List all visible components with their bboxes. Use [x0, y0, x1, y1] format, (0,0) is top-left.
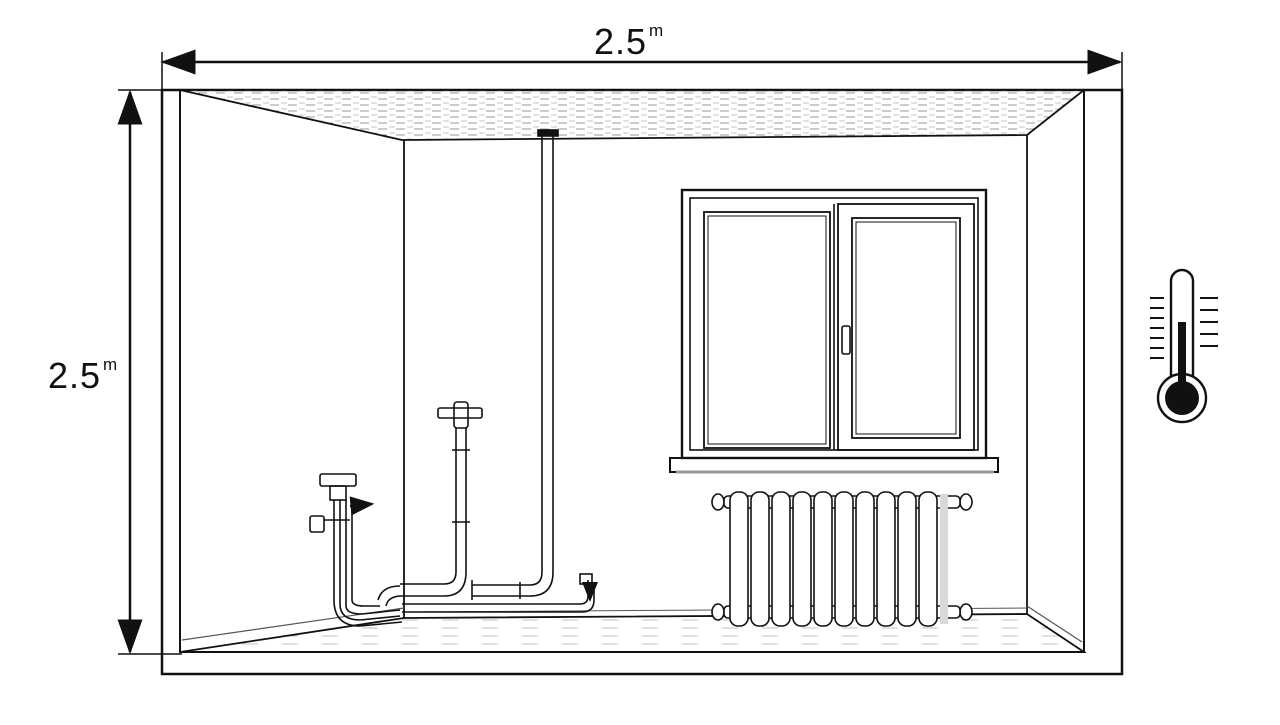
width-dimension-line [160, 49, 1123, 90]
height-dimension-line [117, 89, 182, 655]
window-icon [669, 188, 999, 474]
ceiling [179, 89, 1087, 141]
pipe-icon [309, 129, 595, 627]
flow-arrow-icon [349, 496, 375, 516]
thermometer-icon [1150, 268, 1218, 424]
room-inner-frame [179, 89, 1085, 653]
floor [179, 613, 1087, 653]
radiator-icon [711, 491, 973, 627]
